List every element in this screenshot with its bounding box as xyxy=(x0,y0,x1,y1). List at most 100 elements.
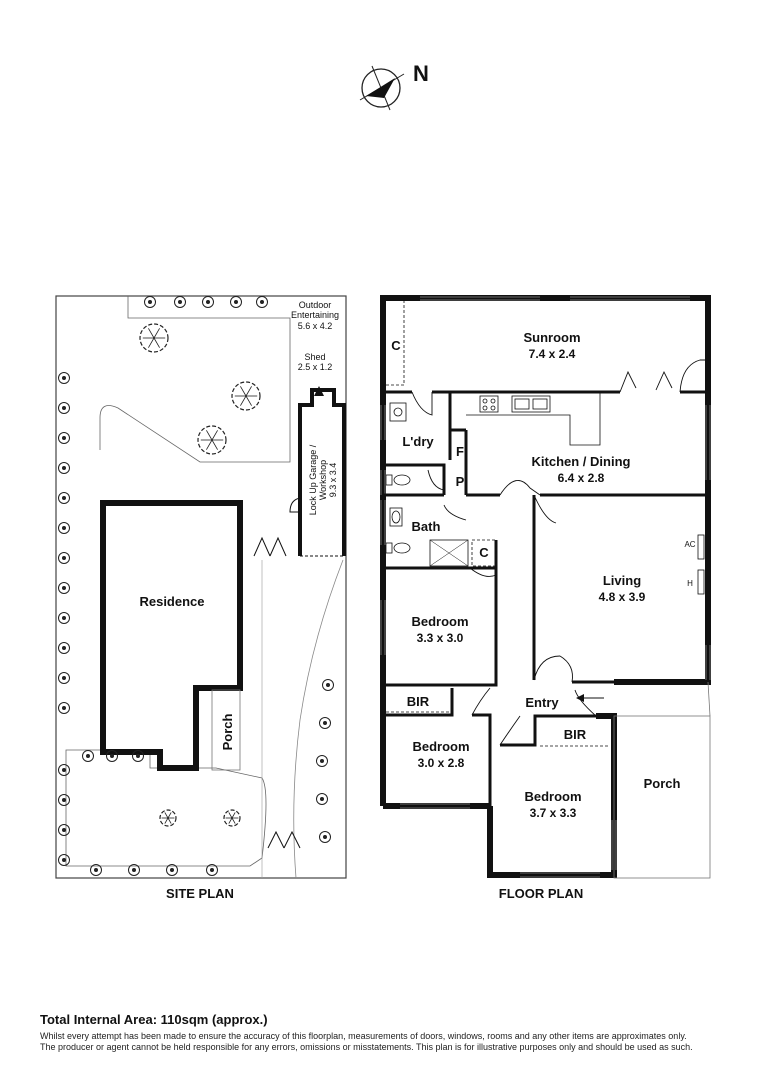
shrub-icon xyxy=(58,492,70,504)
shrub-icon xyxy=(58,402,70,414)
lawn-outline xyxy=(99,296,291,463)
pantry-label: P xyxy=(456,474,465,489)
site-plan xyxy=(55,295,347,879)
sunroom-dim: 7.4 x 2.4 xyxy=(529,347,576,361)
entry-arrow-icon xyxy=(576,694,584,702)
shrub-icon xyxy=(58,582,70,594)
shrub-icon xyxy=(319,717,331,729)
shrub-icon xyxy=(58,794,70,806)
outdoor-dim: 5.6 x 4.2 xyxy=(298,321,333,331)
floor-plan-caption: FLOOR PLAN xyxy=(499,886,584,901)
shrub-icon xyxy=(58,432,70,444)
site-porch-outline xyxy=(211,689,241,771)
bath-name: Bath xyxy=(412,519,441,534)
garage-label: Lock Up Garage / xyxy=(308,444,318,515)
ac-label: AC xyxy=(684,540,695,549)
bir2-label: BIR xyxy=(564,727,587,742)
heater-label: H xyxy=(687,579,693,588)
shrub-icon xyxy=(58,764,70,776)
bedroom2-dim: 3.0 x 2.8 xyxy=(418,756,465,770)
front-gate-icon xyxy=(267,830,301,849)
shrub-icon xyxy=(316,793,328,805)
windows xyxy=(380,296,711,878)
laundry-name: L'dry xyxy=(402,434,434,449)
shed-door-arrow-icon xyxy=(314,386,324,396)
side-gate-icon xyxy=(253,536,287,557)
tree-icon xyxy=(223,809,241,827)
shrub-icon xyxy=(106,750,118,762)
garage-outline xyxy=(298,388,346,556)
bir1-label: BIR xyxy=(407,694,430,709)
shrub-icon xyxy=(58,612,70,624)
shrub-icon xyxy=(132,750,144,762)
bedroom1-name: Bedroom xyxy=(411,614,468,629)
shrub-icon xyxy=(166,864,178,876)
shrub-icon xyxy=(319,831,331,843)
shrub-icon xyxy=(58,552,70,564)
living-dim: 4.8 x 3.9 xyxy=(599,590,646,604)
tree-icons xyxy=(139,323,261,827)
shrub-icon xyxy=(144,296,156,308)
tree-icon xyxy=(159,809,177,827)
garage-text-group: Lock Up Garage / Workshop 9.3 x 3.4 xyxy=(308,444,338,515)
door-swings xyxy=(411,359,708,746)
disclaimer-line-2: The producer or agent cannot be held res… xyxy=(40,1042,693,1052)
bedroom3-dim: 3.7 x 3.3 xyxy=(530,806,577,820)
shrub-icon xyxy=(206,864,218,876)
fridge-label: F xyxy=(456,444,464,459)
shrub-icon xyxy=(58,824,70,836)
north-compass-icon xyxy=(359,65,405,111)
bedroom3-name: Bedroom xyxy=(524,789,581,804)
garage-label-2: Workshop xyxy=(318,460,328,500)
shrub-icon xyxy=(58,642,70,654)
fixtures xyxy=(385,395,705,595)
shrub-icon xyxy=(58,372,70,384)
total-area: Total Internal Area: 110sqm (approx.) xyxy=(40,1012,268,1027)
shrub-icon xyxy=(58,462,70,474)
shrub-icons xyxy=(58,296,334,876)
tree-icon xyxy=(231,381,261,411)
shrub-icon xyxy=(128,864,140,876)
shed-label: Shed xyxy=(304,352,325,362)
shrub-icon xyxy=(256,296,268,308)
garage-side-door-icon xyxy=(289,497,301,513)
kitchen-dim: 6.4 x 2.8 xyxy=(558,471,605,485)
shrub-icon xyxy=(316,755,328,767)
living-name: Living xyxy=(603,573,641,588)
shrub-icon xyxy=(58,672,70,684)
bath-cupboard-label: C xyxy=(479,545,489,560)
tree-icon xyxy=(139,323,169,353)
bedroom2-name: Bedroom xyxy=(412,739,469,754)
north-label: N xyxy=(413,61,429,86)
shrub-icon xyxy=(58,702,70,714)
outdoor-label-2: Entertaining xyxy=(291,310,339,320)
shed-dim: 2.5 x 1.2 xyxy=(298,362,333,372)
shrub-icon xyxy=(202,296,214,308)
shrub-icon xyxy=(230,296,242,308)
site-porch-label: Porch xyxy=(220,714,235,751)
porch-name: Porch xyxy=(644,776,681,791)
floor-plan xyxy=(380,295,711,879)
site-plan-caption: SITE PLAN xyxy=(166,886,234,901)
bedroom1-dim: 3.3 x 3.0 xyxy=(417,631,464,645)
kitchen-name: Kitchen / Dining xyxy=(532,454,631,469)
porch-outline xyxy=(613,715,711,879)
outdoor-label: Outdoor xyxy=(299,300,332,310)
shrub-icon xyxy=(174,296,186,308)
shrub-icon xyxy=(322,679,334,691)
residence-outline xyxy=(100,500,243,771)
disclaimer-line-1: Whilst every attempt has been made to en… xyxy=(40,1031,687,1041)
driveway-edge xyxy=(293,559,344,879)
shrub-icon xyxy=(58,854,70,866)
shrub-icon xyxy=(58,522,70,534)
footer: Total Internal Area: 110sqm (approx.) Wh… xyxy=(40,1012,750,1053)
entry-name: Entry xyxy=(525,695,559,710)
sunroom-cupboard-label: C xyxy=(391,338,401,353)
residence-label: Residence xyxy=(139,594,204,609)
shrub-icon xyxy=(90,864,102,876)
site-boundary xyxy=(55,295,347,879)
tree-icon xyxy=(197,425,227,455)
garage-dim: 9.3 x 3.4 xyxy=(328,463,338,498)
shrub-icon xyxy=(82,750,94,762)
